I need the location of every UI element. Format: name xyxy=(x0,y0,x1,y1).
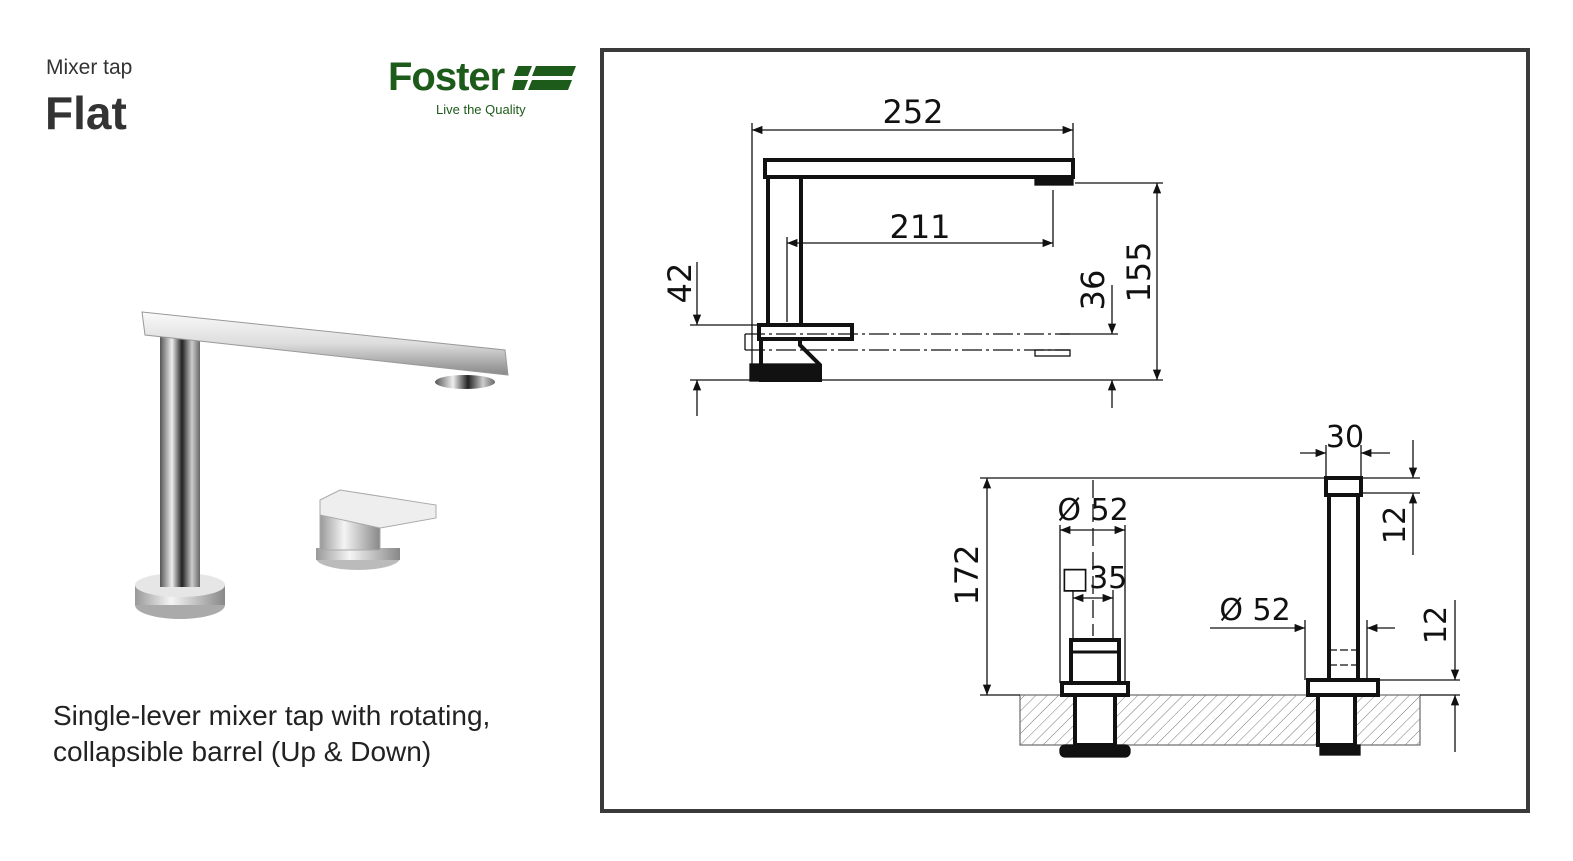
front-view xyxy=(980,440,1460,758)
technical-drawing-frame xyxy=(600,48,1530,813)
dim-handle-diameter: Ø 52 xyxy=(1057,493,1128,528)
description-line-1: Single-lever mixer tap with rotating, xyxy=(53,700,491,731)
dim-column-cap: 12 xyxy=(1378,506,1413,544)
dim-column-base-height: 12 xyxy=(1419,606,1454,644)
product-description: Single-lever mixer tap with rotating, co… xyxy=(53,698,573,770)
dim-column-diameter: Ø 52 xyxy=(1219,593,1290,628)
product-title: Flat xyxy=(45,87,127,139)
dim-column-width: 30 xyxy=(1326,420,1364,455)
dim-total-height: 155 xyxy=(1120,241,1158,302)
dim-height: 172 xyxy=(948,544,986,605)
brand-logo: Foster xyxy=(388,55,505,99)
product-photo xyxy=(135,311,509,619)
dim-lowered-height: 36 xyxy=(1074,270,1112,311)
brand-logo-mark-icon xyxy=(512,66,576,90)
dim-handle-square: □35 xyxy=(1061,561,1128,596)
side-view xyxy=(690,123,1163,416)
dim-total-reach: 252 xyxy=(882,93,943,131)
product-category: Mixer tap xyxy=(46,56,133,79)
description-line-2: collapsible barrel (Up & Down) xyxy=(53,736,432,767)
dim-base-height: 42 xyxy=(661,263,699,304)
brand-tagline: Live the Quality xyxy=(436,102,526,117)
dim-spout-reach: 211 xyxy=(889,208,950,246)
